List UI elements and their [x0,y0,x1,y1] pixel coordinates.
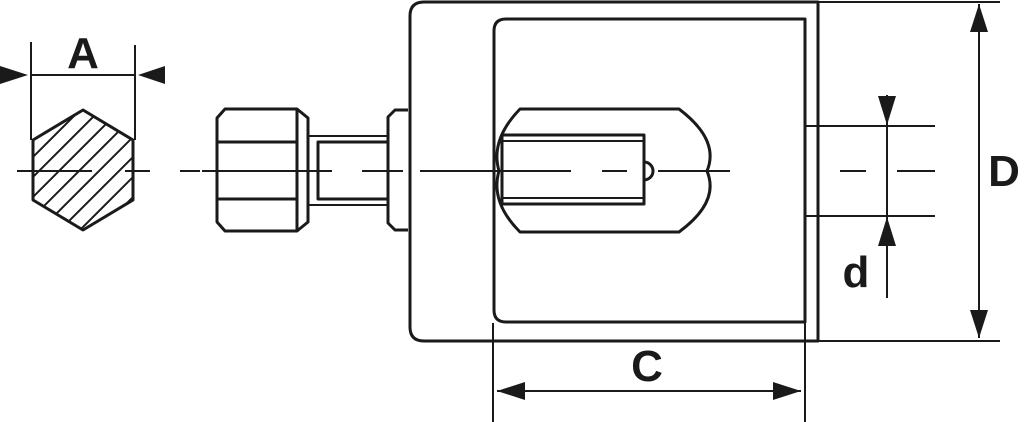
inner-slot [495,107,712,234]
arrow-left-icon [138,66,165,84]
dimension-label-D: D [988,147,1020,196]
dimension-A: A [0,29,165,140]
arrow-up-icon [878,217,896,246]
dimension-label-d: d [843,248,870,297]
dimension-label-A: A [67,29,99,78]
head-body [408,0,820,343]
arrow-down-icon [878,96,896,125]
dimension-D: D [818,1,1020,342]
arrow-right-icon [773,382,801,400]
arrow-up-icon [970,4,988,32]
arrow-right-icon [0,66,28,84]
arrow-down-icon [970,310,988,338]
dimension-d: d [806,95,935,298]
dimension-C: C [492,323,806,422]
dimension-label-C: C [631,342,663,391]
hex-outline [31,108,135,232]
arrow-left-icon [497,382,525,400]
